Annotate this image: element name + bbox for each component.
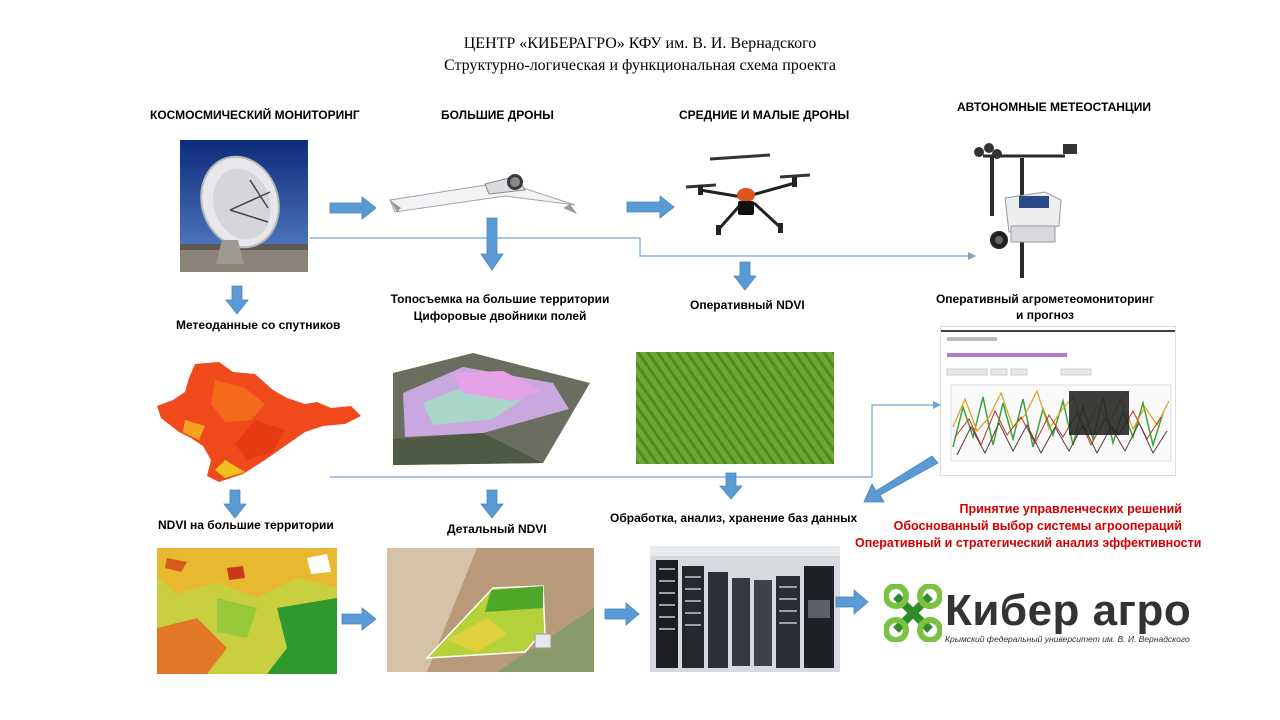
detail-ndvi-image [387, 548, 594, 672]
weather-stations-label: АВТОНОМНЫЕ МЕТЕОСТАНЦИИ [957, 100, 1151, 114]
big-drone-image [385, 160, 580, 220]
arrow-right-1 [329, 196, 377, 220]
arrow-down-4 [223, 489, 247, 519]
small-drones-label: СРЕДНИЕ И МАЛЫЕ ДРОНЫ [679, 108, 850, 122]
satellite-dish-image [180, 140, 308, 272]
detail-ndvi-label: Детальный NDVI [447, 522, 547, 536]
arrow-down-1 [225, 285, 249, 315]
terrain-model-image [393, 353, 590, 468]
decision-item-3: Оперативный и стратегический анализ эффе… [855, 536, 1202, 550]
kiberagro-logo-icon [884, 584, 942, 642]
arrow-diagonal [863, 455, 939, 503]
connector-line-top [310, 237, 976, 260]
arrow-down-5 [480, 489, 504, 519]
processing-label: Обработка, анализ, хранение баз данных [610, 511, 858, 525]
agrometeo-chart-image [940, 326, 1176, 476]
kiberagro-logo-wordmark: Кибер агро [945, 586, 1192, 635]
quadcopter-image [680, 145, 815, 240]
page-title: ЦЕНТР «КИБЕРАГРО» КФУ им. В. И. Вернадск… [463, 35, 817, 52]
arrow-right-3 [341, 607, 377, 631]
ndvi-large-label: NDVI на большие территории [158, 518, 334, 532]
arrow-right-5 [835, 589, 869, 615]
page-subtitle: Структурно-логическая и функциональная с… [444, 57, 836, 74]
ndvi-large-map-image [157, 548, 337, 674]
operative-ndvi-label: Оперативный NDVI [690, 298, 805, 312]
arrow-down-3 [733, 261, 757, 291]
arrow-down-6 [719, 472, 743, 500]
weather-station-image [965, 138, 1080, 278]
arrow-right-4 [604, 602, 640, 626]
server-room-image [650, 546, 840, 672]
decisions-block: Принятие управленческих решений Обоснова… [855, 501, 1202, 552]
arrow-down-2 [480, 217, 504, 271]
decision-item-2: Обоснованный выбор системы агроопераций [893, 519, 1182, 533]
connector-line-middle [330, 401, 941, 478]
arrow-right-2 [626, 195, 675, 219]
big-drones-label: БОЛЬШИЕ ДРОНЫ [441, 108, 554, 122]
crimea-map-image [155, 360, 365, 485]
agro-monitoring-label-1: Оперативный агрометеомониторинг [935, 292, 1155, 306]
satellite-meteo-label: Метеоданные со спутников [176, 318, 341, 332]
kiberagro-logo-subtitle: Крымский федеральный университет им. В. … [945, 634, 1190, 644]
green-field-image [636, 352, 834, 464]
decision-item-1: Принятие управленческих решений [959, 502, 1182, 516]
space-monitoring-label: КОСМОСМИЧЕСКИЙ МОНИТОРИНГ [150, 108, 360, 122]
topo-label-2: Цифоровые двойники полей [413, 309, 587, 323]
topo-label-1: Топосъемка на большие территории [390, 292, 610, 306]
agro-monitoring-label-2: и прогноз [1015, 308, 1074, 322]
